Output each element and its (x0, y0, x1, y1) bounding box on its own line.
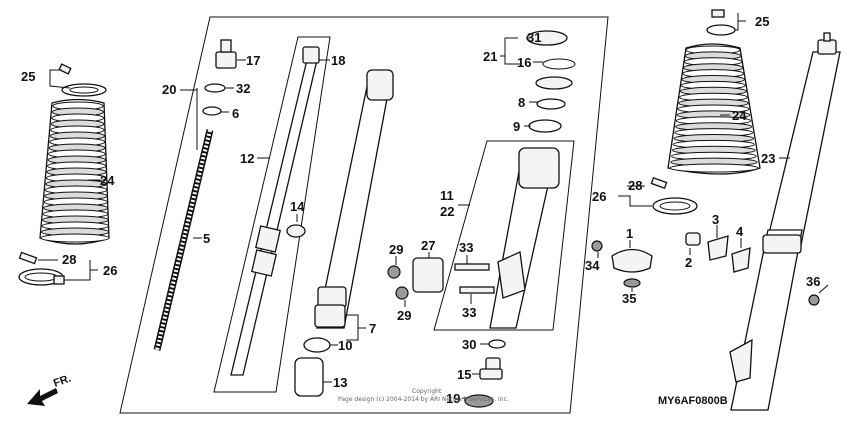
callout-16: 16 (517, 55, 531, 70)
callout-11: 11 (440, 188, 454, 203)
callout-4: 4 (736, 224, 744, 239)
callout-3: 3 (712, 212, 719, 227)
socket-bolt-washer (464, 394, 494, 408)
callout-9: 9 (513, 119, 520, 134)
callout-6: 6 (232, 106, 239, 121)
boot-rib (669, 163, 759, 173)
callout-29-upper: 29 (389, 242, 403, 257)
callout-21: 21 (483, 49, 497, 64)
copyright-line-2: Page design (c) 2004-2014 by ARI Network… (338, 396, 509, 403)
front-arrow-icon (27, 388, 58, 406)
mounting-bolt (808, 294, 820, 306)
fork-spring (153, 129, 214, 351)
callout-10: 10 (338, 338, 352, 353)
hose-stay (731, 247, 751, 273)
callout-22: 22 (440, 204, 454, 219)
callout-25-right: 25 (755, 14, 769, 29)
spring-seat-stack (202, 39, 237, 116)
callout-15: 15 (457, 367, 471, 382)
back-up-ring (536, 98, 566, 110)
callout-18: 18 (331, 53, 345, 68)
boot-rib (40, 233, 110, 243)
oil-seal (535, 76, 573, 90)
callout-1: 1 (626, 226, 633, 241)
callout-labels: 25 24 28 26 20 17 32 6 5 12 18 14 7 10 1… (21, 14, 820, 406)
callout-20: 20 (162, 82, 176, 97)
callout-27: 27 (421, 238, 435, 253)
damper-rod (230, 46, 320, 376)
drain-bolt (479, 357, 503, 380)
hose-guide-collar (685, 232, 701, 246)
front-label: FR. (52, 372, 73, 389)
callout-33-lower: 33 (462, 305, 476, 320)
callout-30: 30 (462, 337, 476, 352)
inner-tube-group-frame (119, 16, 609, 414)
callout-34: 34 (585, 258, 600, 273)
axle-holder-subframe (433, 140, 575, 331)
fork-bottom-case (489, 147, 560, 329)
callout-33-upper: 33 (459, 240, 473, 255)
brake-hose-clamp (591, 240, 653, 288)
drain-washer (488, 339, 506, 349)
right-fork-boot (667, 43, 761, 175)
callout-26-right: 26 (592, 189, 606, 204)
left-boot-lower-band (18, 251, 65, 286)
callout-2: 2 (685, 255, 692, 270)
callout-32: 32 (236, 81, 250, 96)
guide-bushing (294, 357, 324, 397)
callout-5: 5 (203, 231, 210, 246)
callout-28-right: 28 (628, 178, 642, 193)
callout-13: 13 (333, 375, 347, 390)
oil-seal-clip (542, 58, 576, 70)
slide-bushing (303, 337, 331, 353)
callout-24-right: 24 (732, 108, 747, 123)
callout-14: 14 (290, 199, 305, 214)
leader-lines (38, 13, 829, 399)
right-boot-lower-band (650, 176, 698, 215)
front-fork-assembly (729, 32, 841, 411)
left-boot-upper-band (58, 63, 107, 97)
damper-rod-subframe (213, 36, 331, 393)
callout-8: 8 (518, 95, 525, 110)
axle-holder-cap-assembly (387, 257, 495, 300)
callout-36: 36 (806, 274, 820, 289)
callout-25-left: 25 (21, 69, 35, 84)
left-fork-boot (39, 98, 110, 245)
front-direction-marker: FR. (27, 372, 73, 406)
callout-31: 31 (527, 30, 541, 45)
hose-guide-plate (707, 235, 729, 261)
callout-26-left: 26 (103, 263, 117, 278)
oil-lock-piece (286, 224, 306, 238)
right-boot-upper-band (706, 9, 736, 36)
callout-17: 17 (246, 53, 260, 68)
callout-35: 35 (622, 291, 636, 306)
copyright-line-1: Copyright (412, 388, 442, 395)
callout-28-left: 28 (62, 252, 76, 267)
guide-bush (528, 119, 562, 133)
fork-inner-tube (314, 69, 394, 329)
callout-24-left: 24 (100, 173, 115, 188)
callout-29-lower: 29 (397, 308, 411, 323)
callout-7: 7 (369, 321, 376, 336)
callout-12: 12 (240, 151, 254, 166)
diagram-code: MY6AF0800B (658, 395, 728, 407)
callout-19: 19 (446, 391, 460, 406)
callout-23: 23 (761, 151, 775, 166)
